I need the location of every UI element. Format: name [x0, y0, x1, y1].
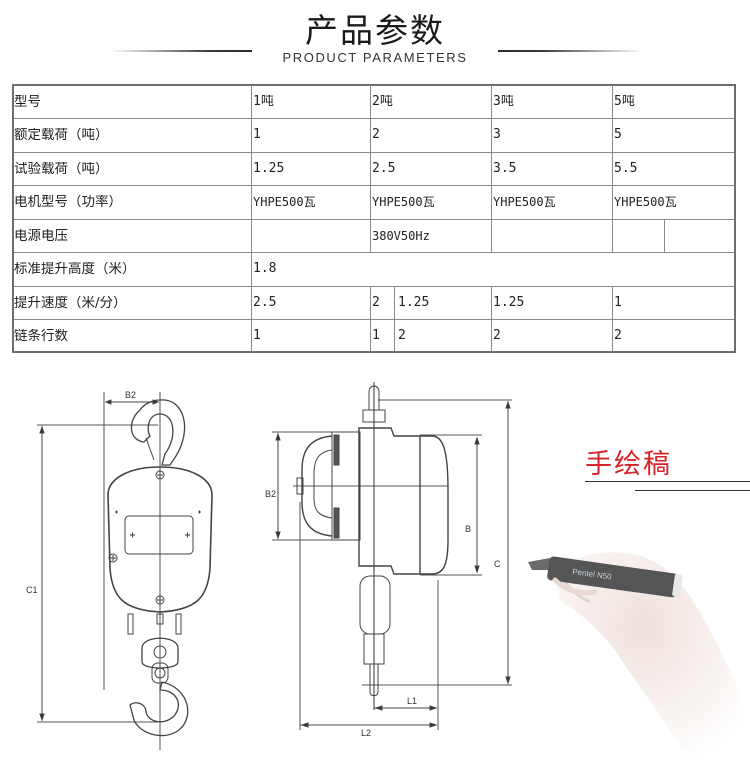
row-divider	[14, 252, 734, 253]
cell-lift-speed-5t: 1	[614, 296, 622, 310]
cell-rated-load-3t: 3	[493, 128, 501, 142]
cell-rated-load-2t: 2	[372, 128, 380, 142]
header-divider-left	[110, 50, 252, 52]
row-divider	[14, 185, 734, 186]
row-divider	[14, 319, 734, 320]
sketch-underline-short	[635, 490, 750, 491]
cell-chain-falls-1t: 1	[253, 329, 261, 343]
cell-rated-load-5t: 5	[614, 128, 622, 142]
col-divider	[251, 86, 252, 351]
cell-test-load-1t: 1.25	[253, 162, 285, 176]
col-divider	[370, 286, 371, 351]
row-label-rated-load: 额定载荷（吨）	[14, 128, 109, 142]
dim-label-b2: B2	[125, 390, 136, 400]
hand-sketch-title: 手绘稿	[585, 449, 672, 480]
page-subtitle: PRODUCT PARAMETERS	[282, 50, 468, 65]
row-label-power-voltage: 电源电压	[14, 229, 68, 243]
cell-rated-load-1t: 1	[253, 128, 261, 142]
hand-holding-marker-image: Pentel N50	[528, 552, 750, 765]
cell-lift-speed-2t-a: 2	[372, 296, 380, 310]
col-divider	[612, 86, 613, 252]
col-divider	[370, 86, 371, 252]
page-title: 产品参数	[305, 11, 445, 50]
row-divider	[14, 286, 734, 287]
row-divider	[14, 152, 734, 153]
cell-model-1t: 1吨	[253, 95, 274, 109]
cell-model-5t: 5吨	[614, 95, 635, 109]
sketch-underline	[585, 481, 750, 482]
cell-chain-falls-5t: 2	[614, 329, 622, 343]
header-divider-right	[498, 50, 643, 52]
row-divider	[14, 219, 734, 220]
row-label-test-load: 试验载荷（吨）	[14, 162, 109, 176]
cell-motor-3t: YHPE500瓦	[493, 195, 556, 209]
cell-chain-falls-3t: 2	[493, 329, 501, 343]
cell-motor-5t: YHPE500瓦	[614, 195, 677, 209]
cell-lift-height: 1.8	[253, 262, 277, 276]
col-divider	[491, 86, 492, 252]
row-label-model: 型号	[14, 95, 41, 109]
dim-label-c1: C1	[26, 585, 38, 595]
cell-lift-speed-2t-b: 1.25	[398, 296, 430, 310]
row-label-lift-height: 标准提升高度（米）	[14, 262, 136, 276]
dim-label-b: B	[465, 524, 471, 534]
cell-power-voltage: 380V50Hz	[372, 229, 430, 243]
row-divider	[14, 118, 734, 119]
dim-label-l1: L1	[407, 696, 417, 706]
row-label-lift-speed: 提升速度（米/分）	[14, 296, 127, 310]
cell-model-2t: 2吨	[372, 95, 393, 109]
cell-model-3t: 3吨	[493, 95, 514, 109]
cell-lift-speed-3t: 1.25	[493, 296, 525, 310]
product-parameters-table: 型号 1吨 2吨 3吨 5吨 额定载荷（吨） 1 2 3 5 试验载荷（吨） 1…	[12, 84, 736, 353]
hand-shape	[555, 552, 750, 765]
col-divider	[491, 286, 492, 351]
cell-test-load-3t: 3.5	[493, 162, 517, 176]
hoist-front-view-drawing: B2 C1	[26, 390, 213, 750]
col-divider	[612, 286, 613, 351]
dim-label-b2-side: B2	[265, 489, 276, 499]
sub-col-divider	[664, 219, 665, 252]
cell-lift-speed-1t: 2.5	[253, 296, 277, 310]
marker-pen-icon: Pentel N50	[528, 556, 683, 598]
dim-label-l2: L2	[361, 728, 371, 738]
cell-test-load-5t: 5.5	[614, 162, 638, 176]
sub-col-divider	[394, 286, 395, 351]
row-label-chain-falls: 链条行数	[14, 329, 68, 343]
row-label-motor-model: 电机型号（功率）	[14, 195, 122, 209]
dim-label-c: C	[494, 559, 501, 569]
hoist-side-view-drawing: B2 B C L1 L2	[265, 382, 512, 738]
cell-motor-1t: YHPE500瓦	[253, 195, 316, 209]
cell-test-load-2t: 2.5	[372, 162, 396, 176]
cell-chain-falls-2t-b: 2	[398, 329, 406, 343]
cell-motor-2t: YHPE500瓦	[372, 195, 435, 209]
cell-chain-falls-2t-a: 1	[372, 329, 380, 343]
